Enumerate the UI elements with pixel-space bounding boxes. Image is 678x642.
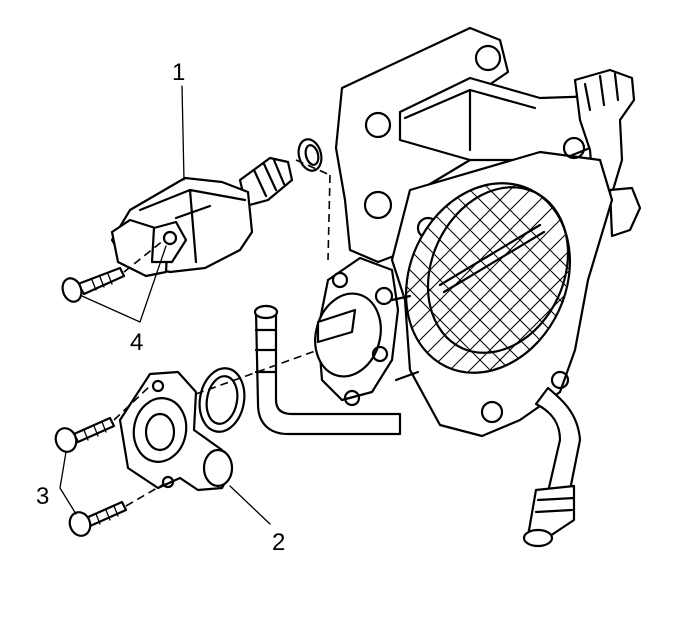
flange-bolt-hole bbox=[474, 44, 502, 72]
tps-o-ring bbox=[198, 367, 246, 433]
tps-mounting-screw-upper bbox=[54, 416, 116, 453]
throttle-shaft bbox=[438, 223, 542, 287]
iac-gasket bbox=[297, 138, 323, 172]
tps-connector bbox=[202, 448, 234, 488]
throttle-body bbox=[314, 26, 642, 438]
coolant-bypass-tube bbox=[253, 304, 402, 436]
leader-line-1 bbox=[181, 85, 185, 181]
callout-2: 2 bbox=[272, 529, 285, 556]
throttle-bore-mesh bbox=[375, 156, 601, 400]
flange-bolt-hole bbox=[562, 136, 586, 160]
tps-mounting-screw-lower bbox=[68, 500, 128, 537]
leader-line-3 bbox=[59, 451, 77, 515]
coolant-hose bbox=[522, 386, 582, 548]
flange-bolt-hole bbox=[363, 190, 393, 220]
idle-air-control-valve bbox=[110, 138, 323, 278]
iac-to-throttle-alignment-line bbox=[295, 159, 331, 261]
callout-4: 4 bbox=[130, 329, 143, 356]
flange-bolt-hole bbox=[364, 111, 392, 139]
flange-bolt-hole bbox=[550, 370, 570, 390]
leader-line-2 bbox=[229, 485, 271, 525]
flange-bolt-hole bbox=[480, 400, 504, 424]
tps-screw-alignment-line bbox=[113, 385, 165, 507]
throttle-position-sensor bbox=[118, 367, 246, 492]
leader-line-4 bbox=[81, 245, 167, 323]
iac-screw-alignment-line bbox=[123, 239, 165, 273]
iac-mounting-screw bbox=[61, 266, 126, 303]
callout-3: 3 bbox=[36, 483, 49, 510]
callout-1: 1 bbox=[172, 59, 185, 86]
iac-screw-hole bbox=[162, 230, 178, 246]
tps-alignment-line bbox=[195, 349, 319, 395]
